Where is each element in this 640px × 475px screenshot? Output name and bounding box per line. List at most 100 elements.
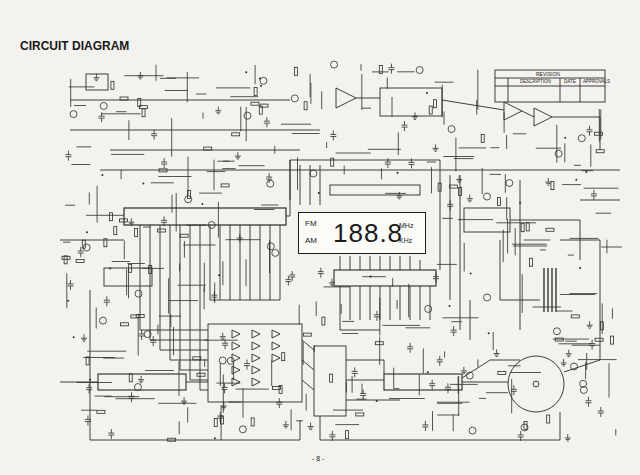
resistor-symbol [429, 106, 432, 114]
wire [511, 379, 512, 414]
ground-symbol [545, 178, 551, 185]
wire [352, 376, 353, 393]
capacitor-symbol [360, 390, 366, 400]
label-text: DESCRIPTION [520, 80, 551, 85]
wire [303, 342, 304, 365]
wire [482, 168, 483, 194]
wire [585, 362, 586, 379]
resistor-symbol [279, 386, 282, 394]
wire [361, 64, 362, 71]
wire [151, 182, 174, 183]
wire [246, 259, 247, 286]
ground-symbol [433, 144, 439, 151]
transistor-symbol [144, 331, 151, 338]
wire [540, 249, 546, 250]
capacitor-symbol [244, 360, 250, 370]
wire [261, 205, 278, 206]
junction-dot [448, 305, 450, 307]
transistor-symbol [100, 102, 107, 109]
resistor-symbol [254, 88, 257, 96]
wire [361, 108, 371, 109]
capacitor-symbol [385, 158, 391, 168]
transistor-symbol [70, 111, 77, 118]
transistor-symbol [134, 384, 141, 391]
wire [602, 303, 603, 334]
junction-dot [427, 371, 429, 373]
resistor-symbol [121, 323, 129, 326]
wire [406, 327, 431, 328]
wire [165, 90, 188, 91]
junction-dot [218, 274, 220, 276]
capacitor-symbol [151, 130, 157, 140]
wire [127, 263, 145, 264]
wire [584, 188, 619, 189]
resistor-symbol [481, 135, 484, 143]
wire [297, 157, 298, 190]
wire [513, 246, 547, 247]
wire [568, 255, 574, 256]
capacitor-symbol [388, 64, 394, 74]
resistor-symbol [375, 342, 383, 345]
ground-symbol [461, 367, 467, 374]
wire [292, 133, 320, 134]
ic-chip [208, 324, 302, 402]
wire [503, 230, 504, 262]
transistor-symbol [555, 150, 562, 157]
wire [222, 168, 235, 169]
wire [458, 376, 459, 416]
wire [493, 332, 494, 350]
wire [216, 383, 240, 384]
wire [361, 74, 362, 110]
capacitor-symbol [408, 158, 414, 168]
ground-symbol [128, 218, 134, 225]
wire [218, 202, 219, 238]
transistor-symbol [83, 244, 90, 251]
ground-symbol [138, 376, 144, 383]
wire [344, 166, 345, 175]
wire [419, 375, 420, 396]
resistor-symbol [260, 104, 268, 107]
wire [326, 142, 327, 148]
wire [444, 112, 445, 125]
ground-symbol [396, 192, 402, 199]
wire [97, 186, 98, 223]
wire [397, 300, 398, 309]
wire [168, 278, 169, 313]
ground-symbol [412, 112, 418, 119]
wire [615, 429, 616, 435]
capacitor-symbol [65, 151, 71, 161]
resistor-symbol [331, 158, 334, 166]
wire [437, 403, 462, 404]
wire [387, 78, 388, 89]
resistor-symbol [119, 219, 127, 222]
transistor-symbol [208, 222, 215, 229]
resistor-symbol [379, 65, 382, 73]
resistor-symbol [521, 224, 524, 232]
resistor-symbol [596, 150, 604, 153]
ground-symbol [237, 234, 243, 241]
capacitor-symbol [330, 130, 336, 140]
buffer-triangles [232, 330, 280, 386]
transistor-symbol [484, 193, 491, 200]
capacitor-symbol [78, 247, 84, 257]
bus-wire [140, 225, 280, 390]
resistor-symbol [345, 431, 348, 439]
resistor-symbol [294, 67, 297, 75]
wire [204, 359, 205, 367]
wire [524, 240, 551, 241]
wire [560, 294, 595, 295]
wire [65, 205, 75, 206]
capacitor-symbol [276, 398, 282, 408]
junction-dot [396, 172, 398, 174]
wire [564, 143, 565, 162]
wire [379, 337, 380, 365]
capacitor-symbol [264, 117, 270, 127]
wire [60, 240, 600, 440]
ic-chip [380, 88, 442, 116]
ground-symbol [467, 195, 473, 202]
wire [372, 71, 389, 72]
din-socket [508, 356, 564, 412]
ground-symbol [565, 434, 571, 441]
wire [601, 247, 622, 248]
resistor-symbol [168, 438, 176, 441]
